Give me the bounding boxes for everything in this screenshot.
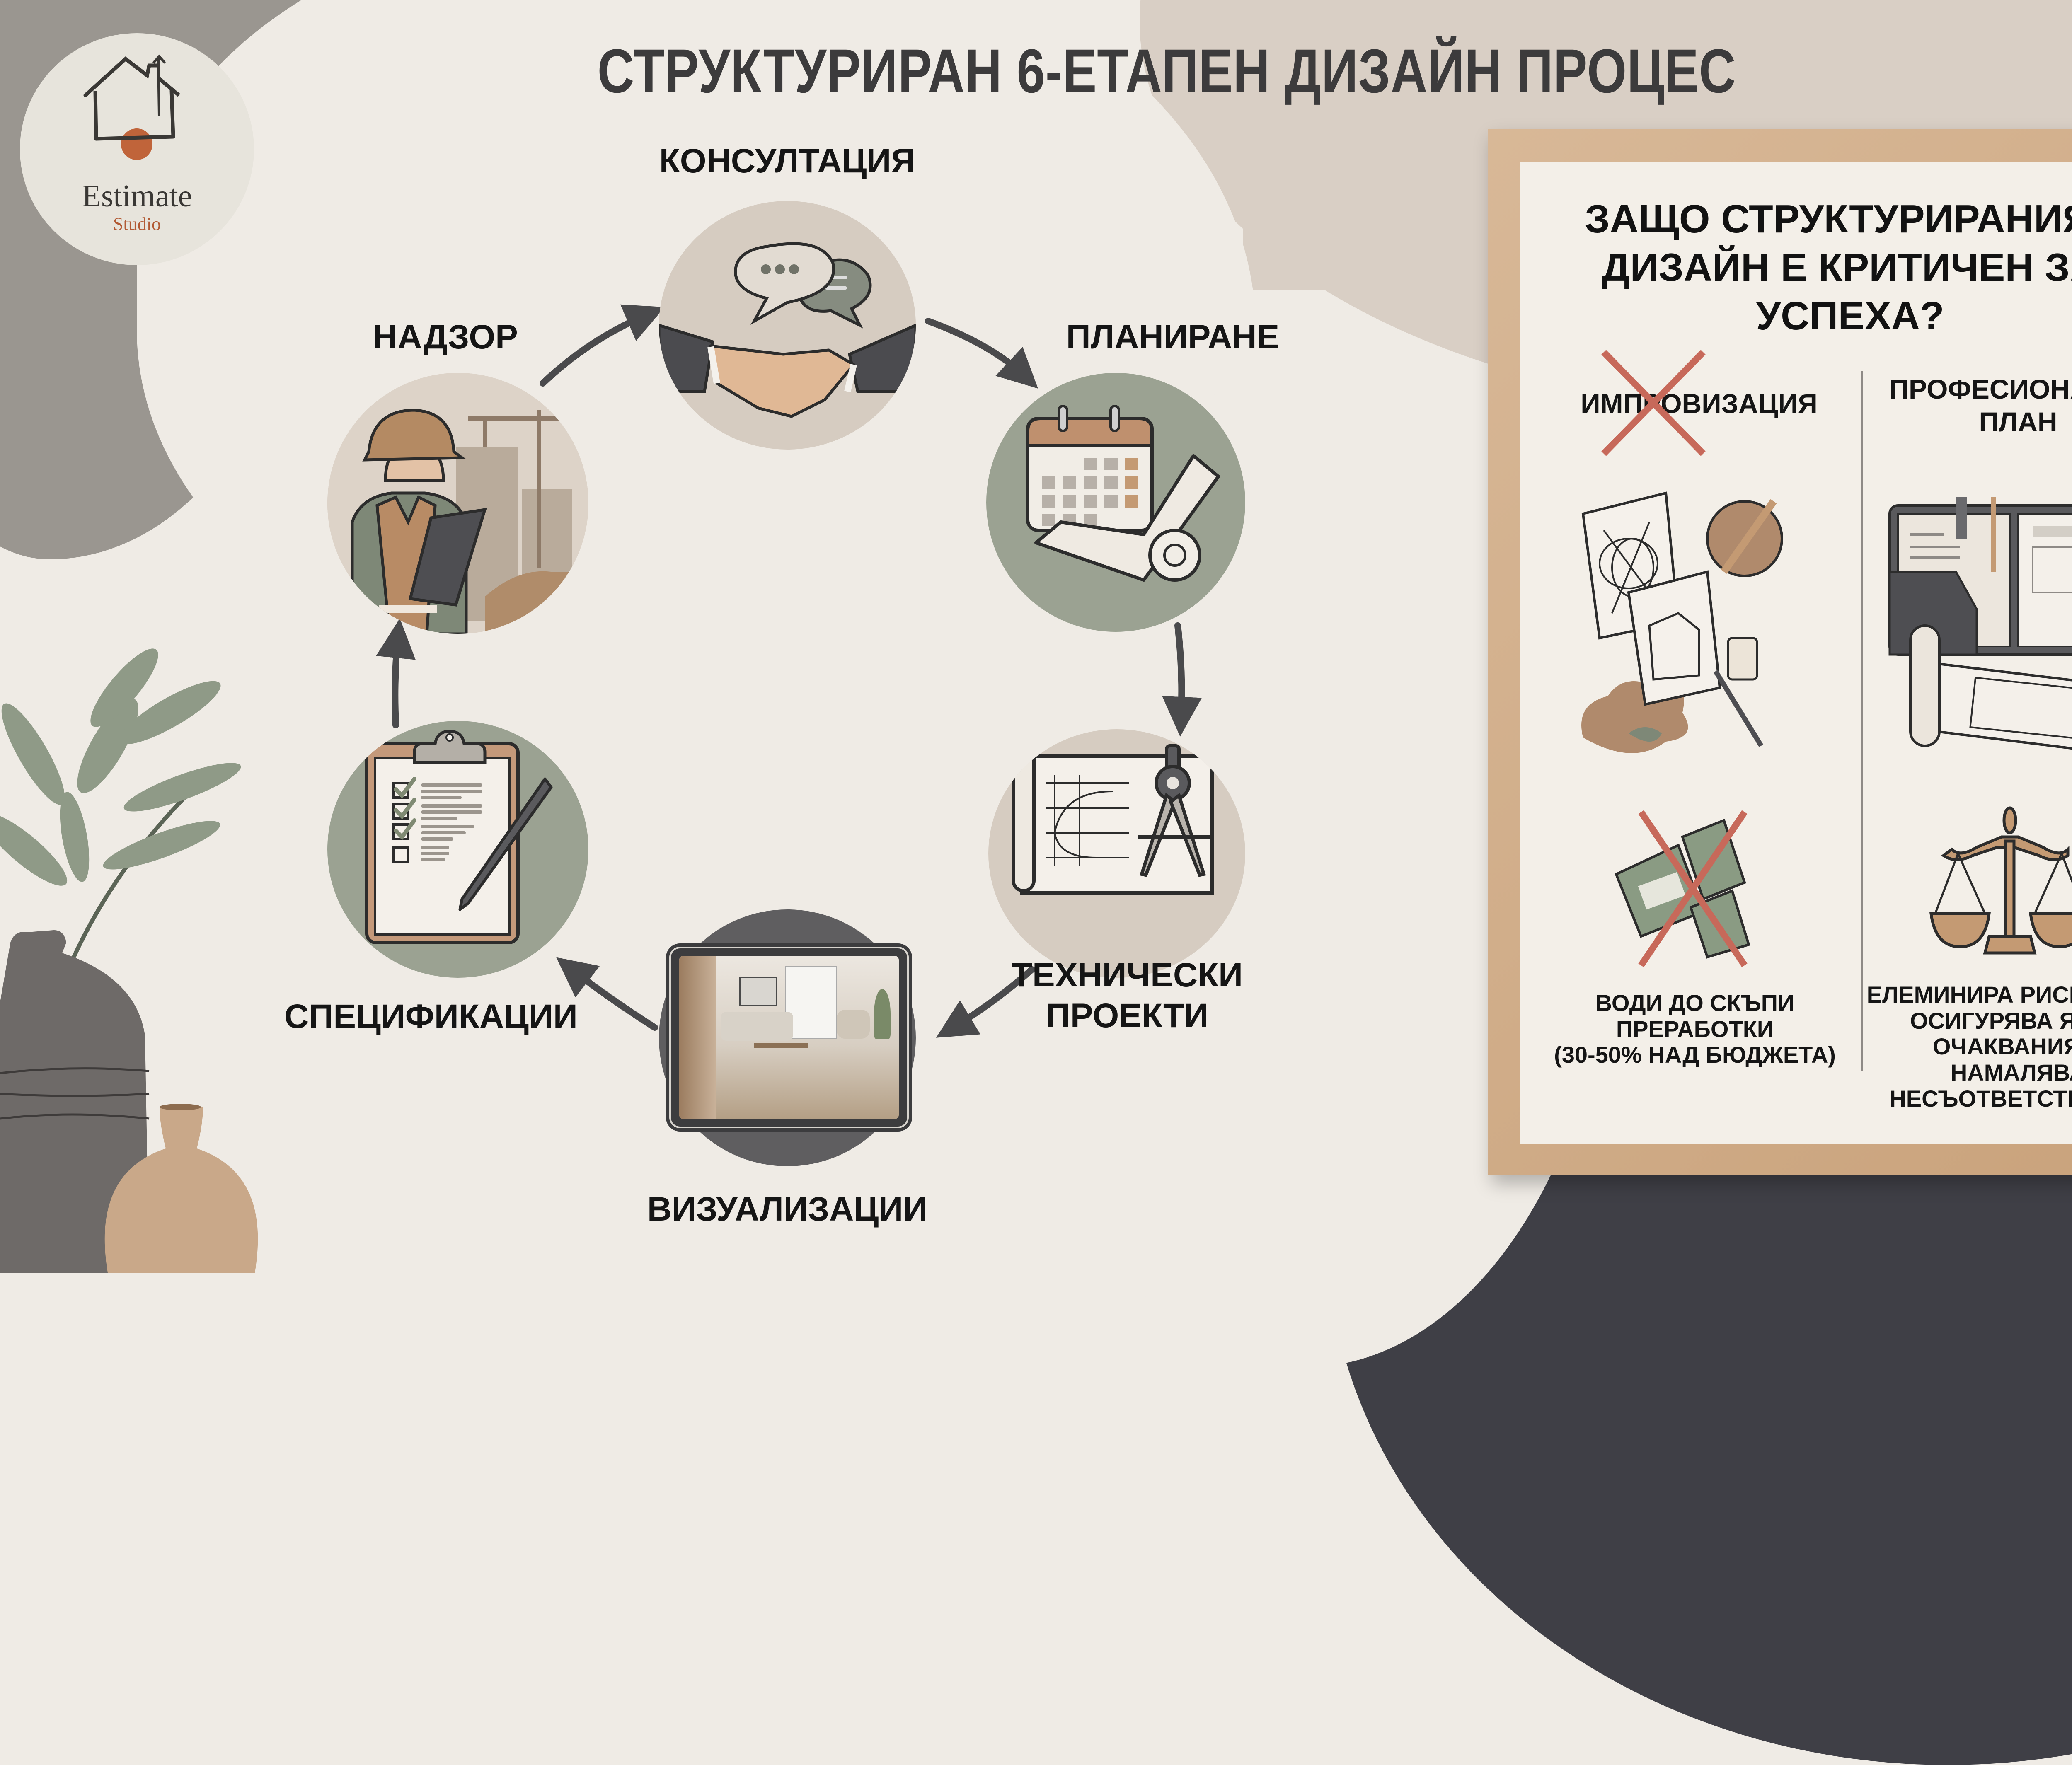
plant-leaves-icon [0,648,241,1127]
arrow-specifications-to-supervision [376,618,416,728]
benefit-line: ЕЛЕМИНИРА РИСКОВЕТЕ, [1866,982,2072,1008]
dark-vase-icon [0,930,149,1273]
step-label-technical-projects: ТЕХНИЧЕСКИ ПРОЕКТИ [990,955,1264,1037]
step-label-line: ПРОЕКТИ [1046,997,1209,1035]
benefit-line: НЕСЪОТВЕТСТВИЯТА [1889,1085,2072,1112]
benefit-line: ОСИГУРЯВА ЯСНИ [1910,1007,2072,1034]
process-arrows [376,304,1202,1038]
consequence-line: ПРЕРАБОТКИ [1616,1015,1774,1042]
step-node-planning[interactable] [986,373,1245,632]
arrow-consultation-to-planning [925,318,1038,389]
improvisation-consequence: ВОДИ ДО СКЪПИ ПРЕРАБОТКИ (30-50% НАД БЮД… [1542,990,1848,1068]
step-node-supervision[interactable] [327,373,588,634]
professional-plan-benefits: ЕЛЕМИНИРА РИСКОВЕТЕ, ОСИГУРЯВА ЯСНИ ОЧАК… [1865,982,2072,1112]
decorative-plant-vases [0,648,258,1273]
comparison-title-line: УСПЕХА? [1756,294,1944,338]
consequence-line: ВОДИ ДО СКЪПИ [1595,990,1795,1016]
step-label-planning: ПЛАНИРАНЕ [1066,318,1280,356]
step-node-technical-projects[interactable] [988,729,1245,978]
consequence-line: (30-50% НАД БЮДЖЕТА) [1554,1042,1836,1068]
logo-subtitle: Studio [113,214,161,234]
messy-sketches-paint-spill-icon [1581,491,1783,753]
logo-name: Estimate [82,179,192,213]
arrow-planning-to-technical [1162,622,1202,737]
heading-line: ПЛАН [1979,406,2057,438]
heading-line: ПРОФЕСИОНАЛЕН [1889,374,2072,404]
blueprint-compass-icon [1012,744,1214,895]
tablet-interior-render-icon [669,947,909,1128]
step-node-specifications[interactable] [327,721,588,978]
organized-binder-floorplan-icon [1888,497,2072,750]
crossed-out-money-stack-icon [1615,810,1750,967]
comparison-title-line: ЗАЩО СТРУКТУРИРАНИЯТ [1585,197,2072,241]
clipboard-checklist-pen-icon [365,730,553,944]
heading-professional-plan: ПРОФЕСИОНАЛЕН ПЛАН [1869,373,2072,438]
step-label-supervision: НАДЗОР [373,318,518,356]
page-title: СТРУКТУРИРАН 6-ЕТАПЕН ДИЗАЙН ПРОЦЕС [597,36,1736,106]
step-label-consultation: КОНСУЛТАЦИЯ [659,142,916,180]
balance-scale-icon [1929,806,2072,955]
cross-out-icon [1601,350,1706,456]
comparison-title-line: ДИЗАЙН Е КРИТИЧЕН ЗА [1602,245,2072,290]
step-label-visualizations: ВИЗУАЛИЗАЦИИ [647,1190,928,1228]
house-outline-icon [83,54,180,160]
heading-improvisation: ИМПРОВИЗАЦИЯ [1581,388,1818,419]
calendar-blueprint-roll-icon [1026,405,1220,582]
comparison-title: ЗАЩО СТРУКТУРИРАНИЯТ ДИЗАЙН Е КРИТИЧЕН З… [1520,195,2072,340]
comparison-divider [1861,371,1863,1071]
step-label-line: ТЕХНИЧЕСКИ [1011,956,1243,994]
wooden-vase-icon [104,1107,258,1273]
construction-supervisor-icon [327,373,588,634]
handshake-speech-bubbles-icon [659,242,916,418]
arrow-visualization-to-specifications [556,957,658,1031]
benefit-line: НАМАЛЯВА [1950,1059,2072,1086]
step-label-specifications: СПЕЦИФИКАЦИИ [284,998,578,1035]
arrow-supervision-to-consultation [540,304,665,387]
step-node-consultation[interactable] [659,201,916,450]
benefit-line: ОЧАКВАНИЯ И [1932,1033,2072,1060]
arrow-technical-to-visualization [936,966,1035,1038]
